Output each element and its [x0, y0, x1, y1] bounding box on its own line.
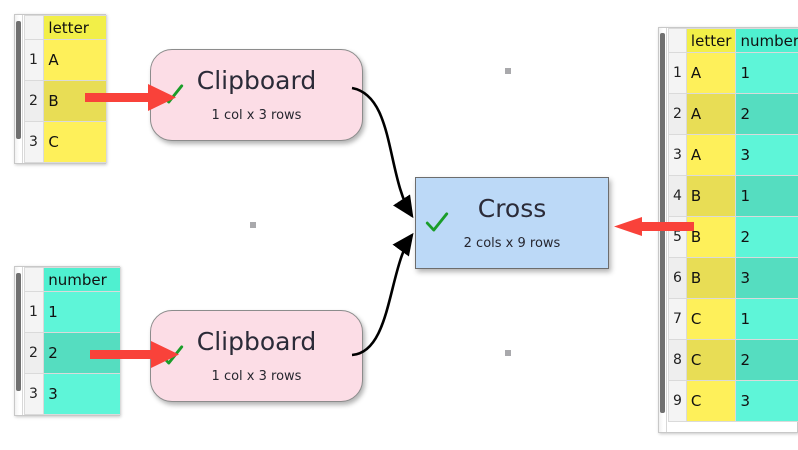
- table-row[interactable]: 2 2: [23, 332, 121, 374]
- vertical-scrollbar[interactable]: [15, 15, 23, 163]
- row-number: 3: [23, 373, 45, 415]
- scrollbar-thumb[interactable]: [16, 21, 21, 139]
- cell-letter[interactable]: C: [685, 339, 737, 381]
- node-clipboard-bottom[interactable]: Clipboard 1 col x 3 rows: [150, 310, 363, 402]
- cell-number[interactable]: 3: [735, 380, 798, 422]
- cell-number[interactable]: 2: [735, 216, 798, 258]
- cell-number[interactable]: 1: [735, 52, 798, 94]
- scrollbar-thumb[interactable]: [16, 273, 21, 391]
- row-number: 6: [668, 257, 687, 299]
- row-number: 8: [668, 339, 687, 381]
- check-icon: [425, 212, 449, 232]
- cell-number[interactable]: 3: [735, 134, 798, 176]
- cell-letter[interactable]: A: [685, 93, 737, 135]
- cell-letter[interactable]: C: [685, 298, 737, 340]
- row-number: 7: [668, 298, 687, 340]
- input-number-table[interactable]: number 1 1 2 2 3 3: [14, 266, 121, 416]
- cell-letter[interactable]: B: [685, 175, 737, 217]
- cell-number[interactable]: 2: [735, 93, 798, 135]
- column-header-number[interactable]: number: [43, 267, 121, 292]
- column-header-number[interactable]: number: [735, 28, 798, 53]
- node-title: Cross: [477, 194, 547, 223]
- row-number: 1: [23, 39, 45, 81]
- check-icon: [160, 84, 184, 104]
- row-number: 2: [23, 332, 45, 374]
- corner-cell: [668, 28, 687, 53]
- input-letter-table[interactable]: letter 1 A 2 B 3 C: [14, 14, 107, 164]
- cell-letter[interactable]: B: [43, 80, 107, 122]
- cell-number[interactable]: 1: [735, 298, 798, 340]
- cell-number[interactable]: 2: [735, 339, 798, 381]
- corner-cell: [23, 15, 45, 40]
- table-row[interactable]: 2 B: [23, 80, 107, 122]
- table-row[interactable]: 1 A: [23, 39, 107, 81]
- cell-letter[interactable]: A: [43, 39, 107, 81]
- cell-letter[interactable]: A: [685, 52, 737, 94]
- table-header-row: letter: [23, 15, 107, 40]
- row-number: 2: [23, 80, 45, 122]
- table-row[interactable]: 3 3: [23, 373, 121, 415]
- column-header-letter[interactable]: letter: [43, 15, 107, 40]
- node-clipboard-top[interactable]: Clipboard 1 col x 3 rows: [150, 49, 363, 141]
- node-title: Clipboard: [196, 327, 317, 356]
- column-header-letter[interactable]: letter: [685, 28, 737, 53]
- corner-cell: [23, 267, 45, 292]
- row-number: 3: [23, 121, 45, 163]
- cell-letter[interactable]: C: [685, 380, 737, 422]
- table-row[interactable]: 3 C: [23, 121, 107, 163]
- grid-dot: [505, 350, 511, 356]
- table-header-row: number: [23, 267, 121, 292]
- cell-number[interactable]: 1: [43, 291, 121, 333]
- row-number: 4: [668, 175, 687, 217]
- cell-number[interactable]: 3: [735, 257, 798, 299]
- row-number: 3: [668, 134, 687, 176]
- table-row[interactable]: 1 1: [23, 291, 121, 333]
- row-number: 5: [668, 216, 687, 258]
- row-number: 1: [23, 291, 45, 333]
- cell-letter[interactable]: B: [685, 216, 737, 258]
- cell-letter[interactable]: C: [43, 121, 107, 163]
- cell-number[interactable]: 3: [43, 373, 121, 415]
- node-title: Clipboard: [196, 66, 317, 95]
- grid-dot: [250, 222, 256, 228]
- cell-letter[interactable]: B: [685, 257, 737, 299]
- row-number: 2: [668, 93, 687, 135]
- cell-number[interactable]: 2: [43, 332, 121, 374]
- row-number: 1: [668, 52, 687, 94]
- node-subtitle: 1 col x 3 rows: [211, 369, 302, 384]
- check-icon: [160, 345, 184, 365]
- vertical-scrollbar[interactable]: [15, 267, 23, 415]
- cell-number[interactable]: 1: [735, 175, 798, 217]
- node-subtitle: 2 cols x 9 rows: [463, 236, 561, 251]
- row-number: 9: [668, 380, 687, 422]
- vertical-scrollbar[interactable]: [659, 28, 667, 432]
- node-cross[interactable]: Cross 2 cols x 9 rows: [415, 177, 609, 269]
- node-subtitle: 1 col x 3 rows: [211, 108, 302, 123]
- scrollbar-thumb[interactable]: [660, 33, 665, 413]
- cell-letter[interactable]: A: [685, 134, 737, 176]
- grid-dot: [505, 68, 511, 74]
